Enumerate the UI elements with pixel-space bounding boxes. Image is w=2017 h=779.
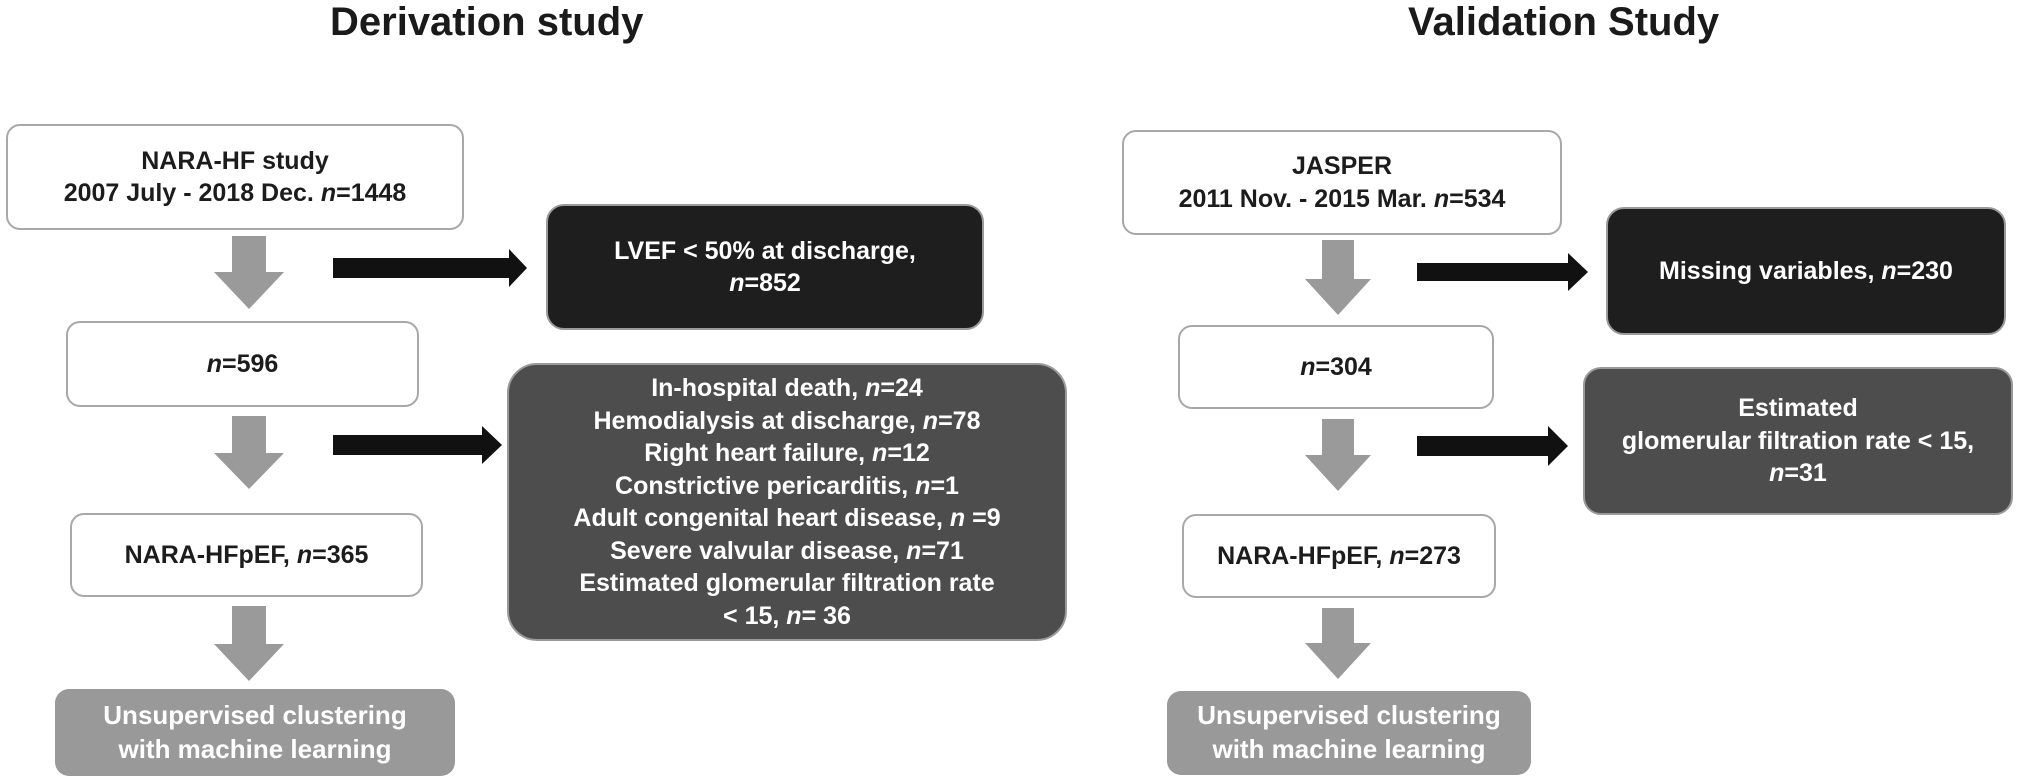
exclusion-count: n=852	[729, 269, 801, 297]
right-arrow-validation-1	[1417, 253, 1588, 291]
source-name: JASPER	[1291, 152, 1393, 180]
exclusion-reason: Missing variables, n=230	[1659, 256, 1953, 285]
nara-hfpef-derivation-box: NARA-HFpEF, n=365	[70, 513, 423, 597]
cohort-count: NARA-HFpEF, n=273	[1217, 541, 1461, 570]
criteria-line: < 15, n= 36	[723, 601, 851, 630]
jasper-source-box: JASPER 2011 Nov. - 2015 Mar. n=534	[1122, 130, 1562, 235]
n596-box: n=596	[66, 321, 419, 407]
criteria-line: Adult congenital heart disease, n =9	[573, 504, 1001, 532]
exclusion-reason: LVEF < 50% at discharge,	[614, 236, 916, 265]
final-line: with machine learning	[1212, 734, 1486, 764]
right-arrow-validation-2	[1417, 426, 1568, 466]
cohort-count: NARA-HFpEF, n=365	[124, 540, 369, 569]
criteria-line: Severe valvular disease, n=71	[610, 536, 964, 565]
down-arrow-derivation-3	[214, 606, 284, 681]
clustering-derivation-box: Unsupervised clustering with machine lea…	[55, 689, 455, 776]
source-name: NARA-HF study	[141, 146, 329, 175]
criteria-line: Estimated	[1738, 394, 1858, 423]
criteria-line: n=31	[1769, 459, 1827, 488]
final-line: Unsupervised clustering	[1197, 700, 1501, 731]
criteria-line: Right heart failure, n=12	[644, 439, 930, 467]
down-arrow-derivation-2	[214, 416, 284, 489]
criteria-line: Constrictive pericarditis, n=1	[615, 471, 959, 500]
criteria-line: glomerular filtration rate < 15,	[1621, 426, 1975, 455]
step-count: n=596	[206, 349, 279, 378]
nara-hf-source-box: NARA-HF study 2007 July - 2018 Dec. n=14…	[6, 124, 464, 230]
criteria-line: Hemodialysis at discharge, n=78	[593, 406, 981, 435]
criteria-line: Estimated glomerular filtration rate	[579, 569, 995, 597]
derivation-title: Derivation study	[330, 0, 644, 44]
step-count: n=304	[1300, 352, 1372, 381]
final-line: with machine learning	[118, 733, 392, 764]
down-arrow-validation-3	[1305, 608, 1371, 679]
down-arrow-validation-1	[1305, 240, 1371, 315]
right-arrow-derivation-2	[333, 426, 502, 464]
down-arrow-validation-2	[1305, 419, 1371, 491]
validation-title: Validation Study	[1408, 0, 1720, 44]
final-line: Unsupervised clustering	[103, 699, 407, 730]
lvef-exclusion-box: LVEF < 50% at discharge, n=852	[546, 204, 984, 330]
missing-variables-box: Missing variables, n=230	[1606, 207, 2006, 335]
n304-box: n=304	[1178, 325, 1494, 409]
source-period: 2011 Nov. - 2015 Mar. n=534	[1178, 184, 1506, 213]
exclusion-criteria-box: In-hospital death, n=24 Hemodialysis at …	[507, 363, 1067, 641]
down-arrow-derivation-1	[214, 236, 284, 309]
egfr-exclusion-box: Estimated glomerular filtration rate < 1…	[1583, 367, 2013, 515]
source-period: 2007 July - 2018 Dec. n=1448	[63, 179, 407, 207]
right-arrow-derivation-1	[333, 249, 527, 287]
clustering-validation-box: Unsupervised clustering with machine lea…	[1167, 691, 1531, 775]
nara-hfpef-validation-box: NARA-HFpEF, n=273	[1182, 514, 1496, 598]
criteria-line: In-hospital death, n=24	[651, 374, 923, 402]
